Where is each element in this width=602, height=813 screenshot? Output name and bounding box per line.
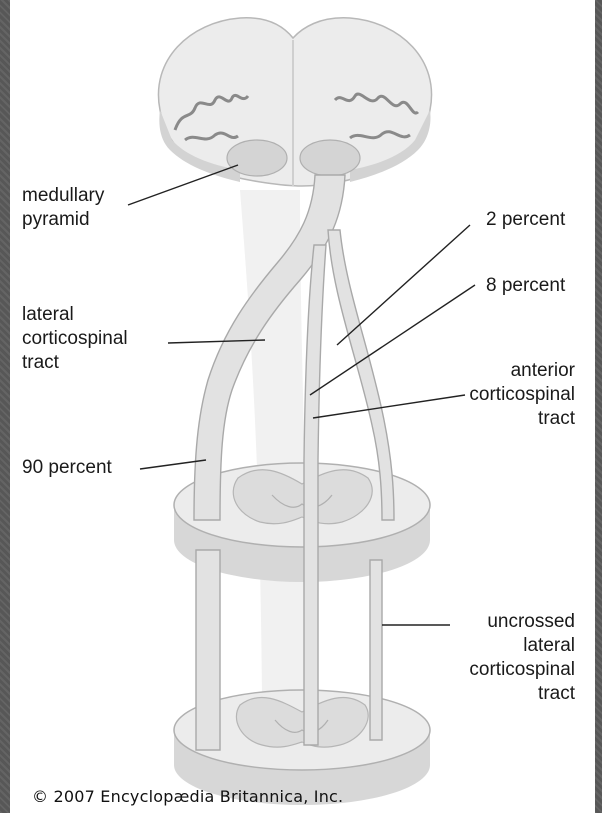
label-line: lateral <box>469 634 575 658</box>
label-eight-percent: 8 percent <box>486 274 565 298</box>
label-line: corticospinal <box>469 658 575 682</box>
label-line: anterior <box>469 359 575 383</box>
label-line: tract <box>469 407 575 431</box>
label-line: tract <box>469 682 575 706</box>
label-ninety-percent: 90 percent <box>22 456 112 480</box>
label-line: pyramid <box>22 208 104 232</box>
label-uncrossed-lateral-corticospinal-tract: uncrossed lateral corticospinal tract <box>469 610 575 706</box>
label-line: corticospinal <box>469 383 575 407</box>
right-pyramid <box>300 140 360 176</box>
copyright-notice: © 2007 Encyclopædia Britannica, Inc. <box>32 787 343 806</box>
left-pyramid <box>227 140 287 176</box>
leader-medullary-pyramid <box>128 165 238 205</box>
label-two-percent: 2 percent <box>486 208 565 232</box>
diagram-panel: medullary pyramid lateral corticospinal … <box>10 0 595 813</box>
leader-two-percent <box>337 225 470 345</box>
label-line: medullary <box>22 184 104 208</box>
label-line: corticospinal <box>22 327 128 351</box>
label-anterior-corticospinal-tract: anterior corticospinal tract <box>469 359 575 431</box>
label-lateral-corticospinal-tract: lateral corticospinal tract <box>22 303 128 375</box>
label-line: lateral <box>22 303 128 327</box>
label-line: uncrossed <box>469 610 575 634</box>
label-line: tract <box>22 351 128 375</box>
medulla <box>158 18 431 186</box>
label-medullary-pyramid: medullary pyramid <box>22 184 104 232</box>
leader-eight-percent <box>310 285 475 395</box>
leader-anterior-tract <box>313 395 465 418</box>
